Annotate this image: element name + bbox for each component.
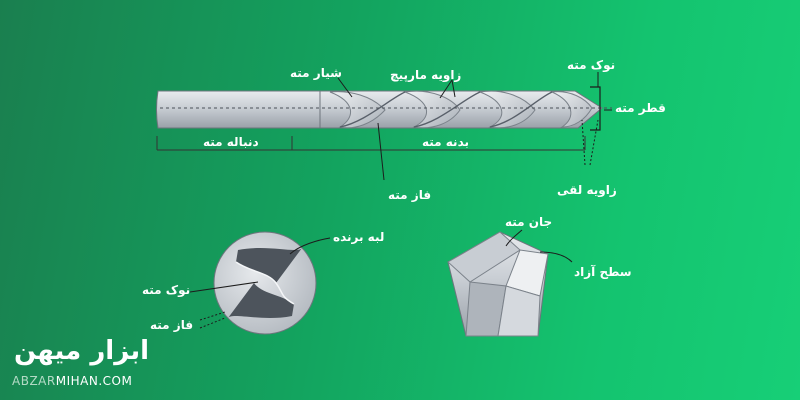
label-shank: دنباله مته (203, 135, 259, 149)
label-land: فاز مته (388, 188, 432, 202)
drill-cross-section (213, 231, 317, 335)
label-flute: شیار مته (290, 66, 342, 80)
diameter-bracket (590, 86, 601, 131)
tip-leaders (505, 229, 573, 263)
label-tip-section: نوک مته (142, 283, 191, 297)
label-lip-angle: زاویه لقی (557, 183, 617, 197)
brand-website: ABZARMIHAN.COM (12, 374, 132, 388)
drill-tip-closeup (447, 231, 549, 337)
brand-website-part-b: MIHAN.COM (55, 374, 133, 388)
drill-flutes (329, 90, 593, 129)
brand-website-part-a: ABZAR (12, 374, 56, 388)
leader-lines (337, 72, 612, 181)
label-body: بدنه مته (422, 135, 470, 149)
brand-logo: ابزار میهن (14, 336, 150, 366)
flute-cut-lower (228, 283, 294, 318)
label-diameter: قطر مته (615, 101, 666, 115)
dimension-lines (156, 136, 586, 151)
label-cutting-edge: لبه برنده (333, 230, 385, 244)
drill-bit (156, 90, 612, 129)
label-tip: نوک مته (567, 58, 616, 72)
label-free-surface: سطح آزاد (574, 265, 632, 279)
flute-cut-upper (236, 248, 302, 283)
label-land-section: فاز مته (150, 318, 194, 332)
section-leaders (189, 237, 331, 329)
drill-shank (156, 90, 341, 129)
label-web: جان مته (505, 215, 553, 229)
label-spiral-angle: زاویه مارپیچ (390, 68, 462, 82)
